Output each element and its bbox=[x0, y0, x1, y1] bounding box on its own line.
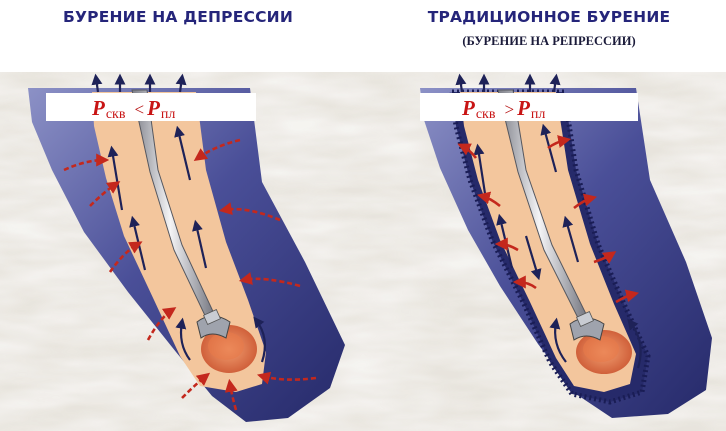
pressure-symbol: P bbox=[147, 96, 160, 121]
pressure-operator: < bbox=[134, 100, 144, 120]
pressure-symbol: P bbox=[462, 96, 475, 121]
pressure-symbol: P bbox=[517, 96, 530, 121]
pressure-subscript: пл bbox=[161, 107, 175, 123]
pressure-operator: > bbox=[504, 100, 514, 120]
pressure-symbol: P bbox=[92, 96, 105, 121]
pressure-subscript: скв bbox=[106, 107, 126, 123]
pressure-subscript: скв bbox=[476, 107, 496, 123]
right-cuttings-speckle bbox=[583, 336, 619, 362]
pressure-subscript: пл bbox=[531, 107, 545, 123]
